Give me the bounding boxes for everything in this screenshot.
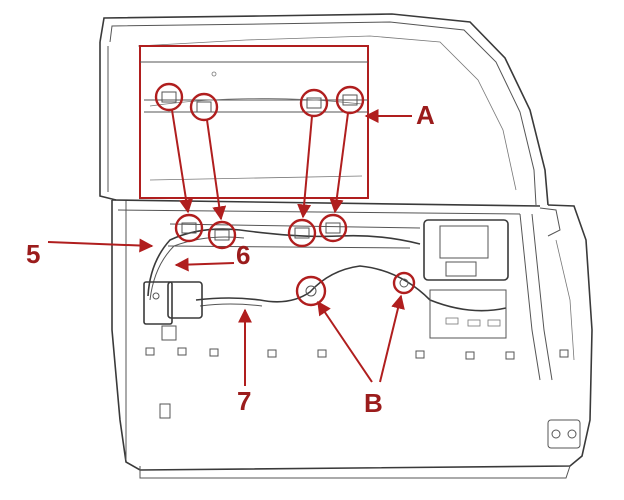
inset-detail-box <box>139 45 369 199</box>
door-clip-circles <box>174 213 416 307</box>
callout-a: A <box>364 100 435 130</box>
inset-clip-circles <box>154 82 365 122</box>
label-5: 5 <box>26 239 40 269</box>
label-b: B <box>364 388 383 418</box>
callout-7: 7 <box>237 308 252 416</box>
label-6: 6 <box>236 240 250 270</box>
mounting-holes <box>145 347 569 419</box>
label-a: A <box>416 100 435 130</box>
clip-mapping-arrows <box>171 109 349 221</box>
door-outline <box>99 13 593 479</box>
callout-b: B <box>317 294 405 418</box>
callout-5: 5 <box>26 238 154 269</box>
label-7: 7 <box>237 386 251 416</box>
wiring-harness <box>143 219 509 341</box>
callout-6: 6 <box>174 240 250 272</box>
